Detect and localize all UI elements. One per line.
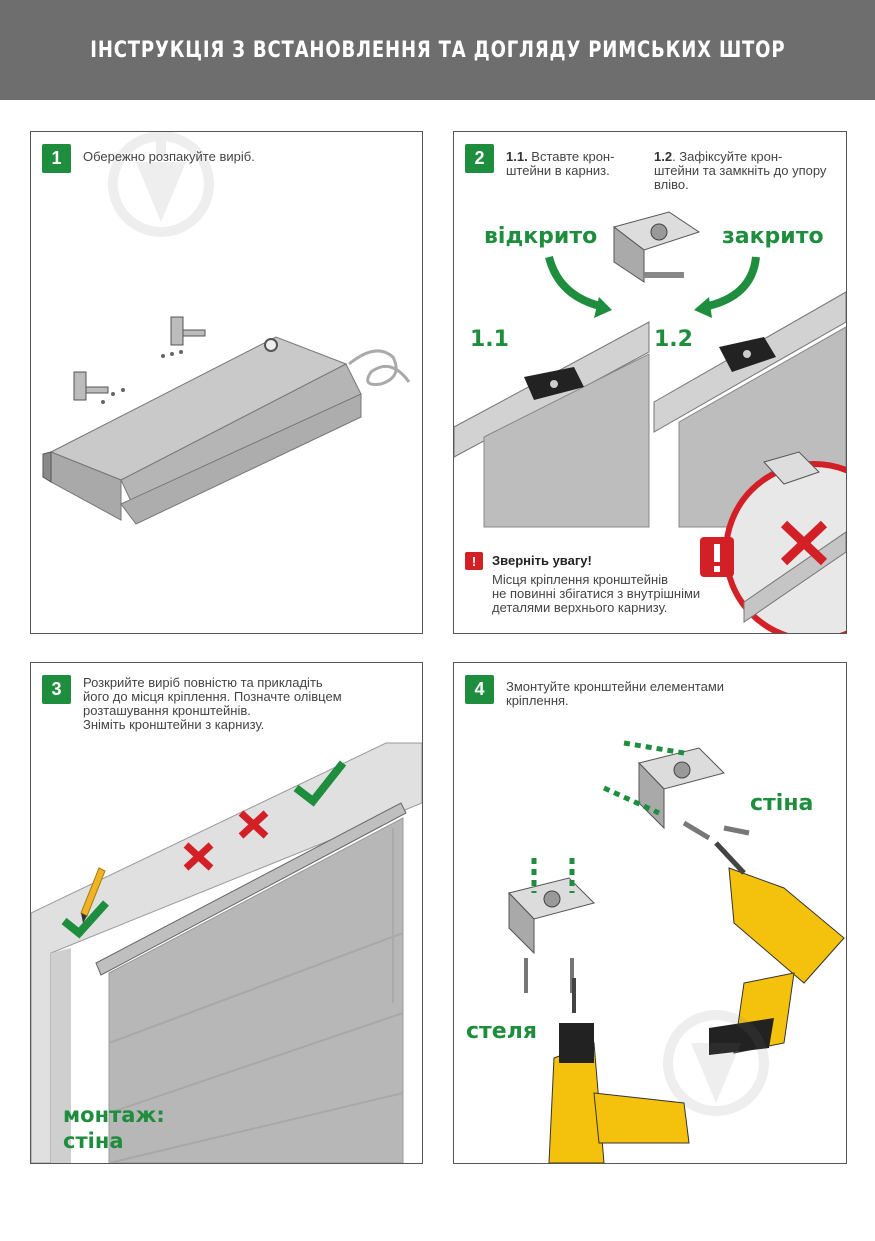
step-1-badge: 1 (42, 144, 71, 173)
step-1-panel: 1 Обережно розпакуйте виріб. (30, 131, 423, 634)
step-3-text: Розкрийте виріб повністю та прикладіть й… (83, 675, 342, 732)
step-4-panel: 4 Змонтуйте кронштейни елементами кріпле… (453, 662, 847, 1164)
unpacked-shade-illustration (42, 132, 411, 525)
warning-circle-icon (700, 451, 846, 633)
watermark-logo-icon (663, 1010, 769, 1116)
step-4-text: Змонтуйте кронштейни елементами кріпленн… (506, 679, 725, 708)
label-open: відкрито (484, 224, 598, 249)
arrow-icon (545, 255, 605, 311)
watermark-logo-icon (108, 132, 214, 237)
correct-mark-icon (61, 900, 109, 939)
cornice-icon (95, 802, 407, 976)
label-1-2: 1.2 (654, 327, 693, 352)
bracket-icon (612, 211, 701, 283)
mounting-illustration (508, 740, 845, 1163)
step-2-badge: 2 (465, 144, 494, 173)
drill-icon (709, 841, 845, 1055)
mount-label-2: стіна (63, 1129, 124, 1153)
step-2-panel: 2 1.1. Вставте крон- штейни в карниз. 1.… (453, 131, 847, 634)
warning-title: Зверніть увагу! (492, 553, 592, 568)
warning-badge: ! (465, 552, 483, 570)
wrong-mark-icon (183, 842, 214, 871)
label-wall: стіна (750, 791, 814, 816)
bracket-icon (73, 316, 206, 401)
correct-mark-icon (293, 760, 347, 807)
step-2-sub2-text: 1.2. Зафіксуйте крон- штейни та замкніть… (654, 149, 827, 192)
cornice-1-1-icon (454, 321, 650, 528)
wall-bracket-icon (602, 740, 750, 841)
screws-icon (101, 350, 183, 404)
folded-shade-icon (42, 336, 362, 525)
pencil-icon (80, 867, 106, 923)
cord-icon (348, 349, 411, 386)
warning-text: Місця кріплення кронштейнів не повинні з… (492, 572, 701, 615)
page-title: ІНСТРУКЦІЯ З ВСТАНОВЛЕННЯ ТА ДОГЛЯДУ РИМ… (89, 37, 786, 63)
mount-label-1: монтаж: (63, 1103, 165, 1127)
wall-frame-icon (31, 742, 422, 1163)
label-ceiling: стеля (466, 1019, 537, 1044)
step-3-badge: 3 (42, 675, 71, 704)
marking-brackets-illustration (31, 742, 422, 1163)
label-1-1: 1.1 (470, 327, 509, 352)
label-closed: закрито (722, 224, 824, 249)
step-1-text: Обережно розпакуйте виріб. (83, 149, 255, 164)
step-2-sub1-text: 1.1. Вставте крон- штейни в карниз. (506, 149, 615, 178)
drill-icon (548, 978, 690, 1163)
page-header: ІНСТРУКЦІЯ З ВСТАНОВЛЕННЯ ТА ДОГЛЯДУ РИМ… (0, 0, 875, 100)
wrong-mark-icon (238, 810, 269, 839)
bracket-insertion-illustration (454, 211, 846, 633)
arrow-icon (703, 256, 760, 311)
step-3-panel: 3 Розкрийте виріб повністю та прикладіть… (30, 662, 423, 1164)
step-4-badge: 4 (465, 675, 494, 704)
ceiling-bracket-icon (508, 858, 595, 993)
roman-shade-icon (108, 817, 404, 1163)
